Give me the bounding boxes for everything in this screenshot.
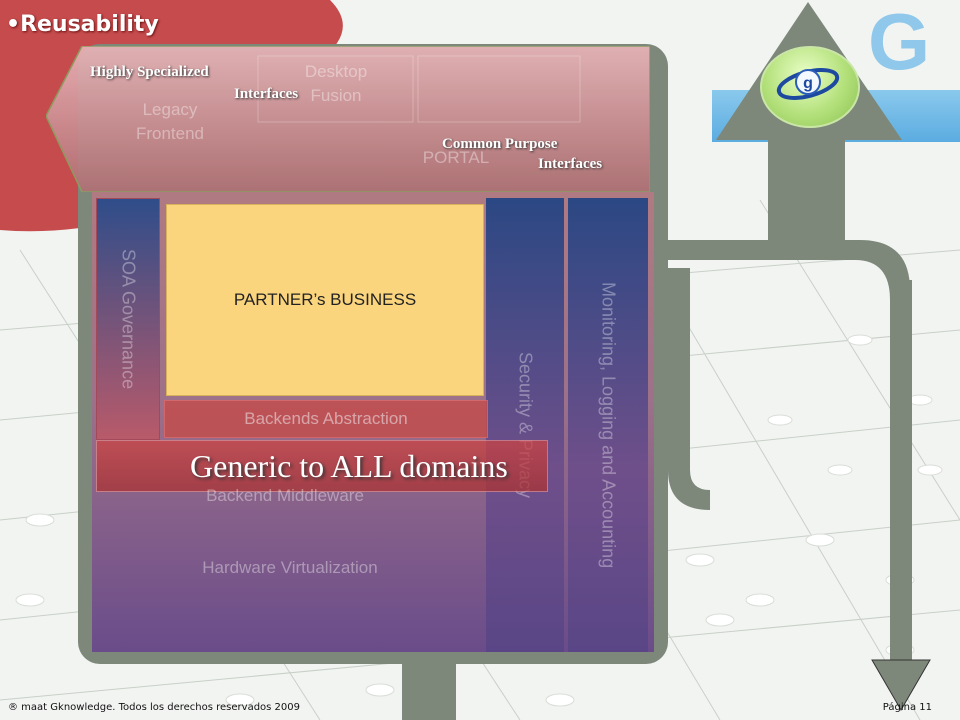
generic-band	[96, 440, 548, 492]
backend-middleware-label: Backend Middleware	[206, 486, 364, 505]
globe-icon: g	[776, 68, 840, 100]
security-privacy-column: Security & Privacy	[486, 198, 564, 652]
logo-letter: G	[868, 0, 931, 86]
monitoring-label: Monitoring, Logging and Accounting	[598, 281, 619, 569]
soa-governance-column: SOA Governance	[96, 198, 160, 440]
legacy-frontend-label-1: Legacy	[142, 100, 198, 119]
slide-title-text: Reusability	[20, 12, 159, 37]
slide-title: •Reusability	[6, 12, 159, 37]
generic-domains-label: Generic to ALL domains	[190, 448, 508, 484]
highly-specialized-label-1: Highly Specialized	[90, 64, 209, 80]
svg-text:g: g	[803, 75, 813, 92]
desktop-label-2: Fusion	[310, 86, 362, 105]
globe-logo-badge: g	[760, 46, 860, 128]
hardware-virtualization-label: Hardware Virtualization	[202, 558, 378, 577]
highly-specialized-label-2: Interfaces	[234, 86, 299, 102]
bullet-icon: •	[6, 12, 21, 37]
legacy-frontend-label-2: Frontend	[135, 124, 205, 143]
partner-business-label: PARTNER’s BUSINESS	[233, 290, 417, 309]
footer-page-number: Página 11	[882, 702, 932, 713]
portal-label: PORTAL	[422, 148, 490, 167]
interfaces-banner-arrow	[46, 46, 650, 192]
backends-abstraction-label: Backends Abstraction	[244, 409, 408, 428]
flow-arrows	[668, 2, 931, 711]
soa-governance-label: SOA Governance	[118, 248, 139, 390]
monitoring-column: Monitoring, Logging and Accounting	[568, 198, 648, 652]
footer-copyright: ® maat Gknowledge. Todos los derechos re…	[8, 702, 301, 713]
common-purpose-label-2: Interfaces	[538, 156, 603, 172]
common-purpose-label-1: Common Purpose	[442, 136, 558, 152]
backends-abstraction-bar: Backends Abstraction	[164, 400, 488, 438]
desktop-label-1: Desktop	[304, 62, 368, 81]
partner-business-box: PARTNER’s BUSINESS	[166, 204, 484, 396]
